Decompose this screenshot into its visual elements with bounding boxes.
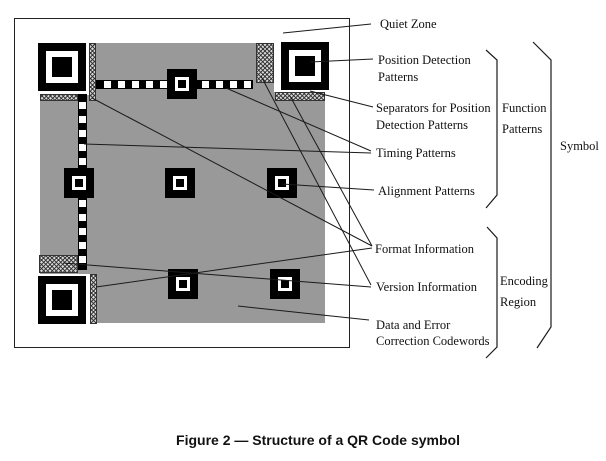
pdp-core	[295, 56, 315, 76]
alignment-pattern	[267, 168, 297, 198]
alignment-dot	[75, 179, 83, 187]
alignment-dot	[178, 80, 186, 88]
alignment-dot	[179, 280, 187, 288]
format-info-strip-topleft-vertical	[89, 43, 96, 101]
label-data-codewords: Data and Error Correction Codewords	[376, 318, 490, 348]
label-separators: Separators for Position Detection Patter…	[376, 101, 491, 132]
group-label-function-patterns: Function Patterns	[502, 101, 547, 136]
figure-caption: Figure 2 — Structure of a QR Code symbol	[176, 432, 460, 448]
alignment-dot	[281, 280, 289, 288]
alignment-pattern	[165, 168, 195, 198]
label-version-information: Version Information	[376, 280, 478, 294]
version-info-block-topright	[256, 43, 274, 83]
group-label-symbol: Symbol	[560, 139, 599, 153]
alignment-dot	[278, 179, 286, 187]
format-info-strip-topright	[275, 92, 325, 101]
format-info-strip-topleft-horizontal	[40, 94, 78, 101]
position-detection-pattern-topleft	[38, 43, 86, 91]
label-alignment-patterns: Alignment Patterns	[378, 184, 475, 198]
label-quiet-zone: Quiet Zone	[380, 17, 437, 31]
pdp-core	[52, 57, 72, 77]
pdp-core	[52, 290, 72, 310]
label-timing-patterns: Timing Patterns	[376, 146, 456, 160]
position-detection-pattern-bottomleft	[38, 276, 86, 324]
group-label-encoding-region: Encoding Region	[500, 274, 548, 309]
alignment-pattern	[270, 269, 300, 299]
alignment-pattern	[64, 168, 94, 198]
alignment-pattern	[167, 69, 197, 99]
version-info-block-bottomleft	[39, 255, 78, 273]
alignment-pattern	[168, 269, 198, 299]
format-info-strip-bottomleft	[90, 274, 97, 324]
position-detection-pattern-topright	[281, 42, 329, 90]
label-position-detection: Position Detection Patterns	[378, 53, 471, 84]
label-format-information: Format Information	[375, 242, 474, 256]
alignment-dot	[176, 179, 184, 187]
